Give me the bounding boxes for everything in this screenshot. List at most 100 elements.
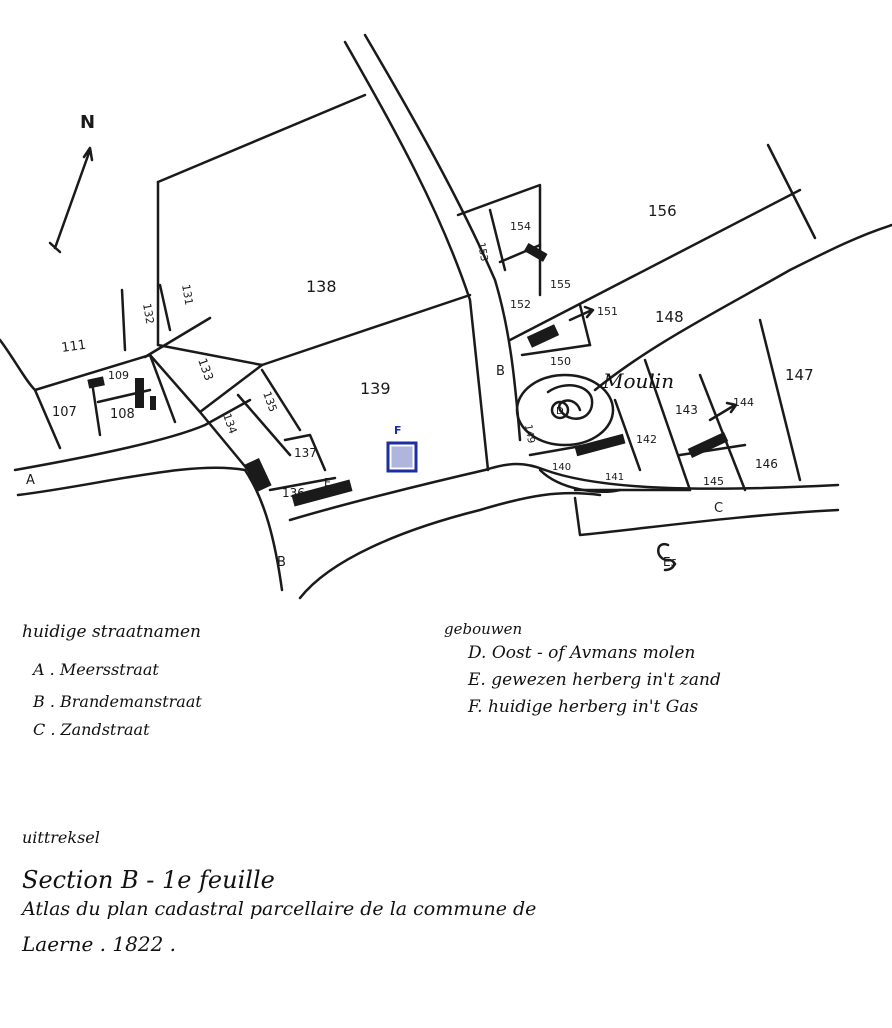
parcel-136-divider [268, 476, 337, 492]
building-136 [244, 458, 272, 492]
parcel-134-west [198, 410, 250, 472]
parcel-151: 151 [597, 305, 618, 318]
building-f-outline [386, 441, 418, 473]
parcel-136: 136 [282, 486, 305, 500]
parcel-109: 109 [108, 369, 129, 382]
source-line1: Atlas du plan cadastral parcellaire de l… [22, 898, 537, 920]
parcel-111: 111 [60, 338, 87, 356]
letter-f: F [394, 424, 402, 437]
parcel-107: 107 [52, 405, 77, 420]
source-section: Section B - 1e feuille [22, 866, 275, 894]
parcel-155: 155 [550, 278, 571, 291]
parcel-109-east [148, 353, 177, 424]
parcel-107-west [33, 388, 62, 450]
legend-buildings-heading: gebouwen [444, 620, 523, 638]
parcel-150: 150 [550, 355, 571, 368]
parcel-143: 143 [675, 403, 698, 417]
parcel-133: 133 [195, 356, 216, 382]
letter-b-lower: B [277, 555, 286, 570]
road-b-south-edge [298, 491, 602, 600]
moulin-label: Moulin [602, 369, 674, 393]
building-150 [526, 324, 560, 348]
parcel-143-146-divider [698, 373, 747, 492]
parcel-153-154-outline [456, 183, 542, 297]
parcel-138: 138 [306, 277, 337, 296]
source-line2: Laerne . 1822 . [22, 932, 177, 956]
parcel-132: 132 [140, 302, 156, 325]
building-e [291, 479, 353, 507]
north-arrow [53, 146, 94, 250]
parcel-145: 145 [703, 475, 724, 488]
north-label: N [80, 112, 95, 133]
buildings [87, 243, 729, 507]
road-a-north-edge [13, 398, 252, 472]
es-mark: Es [663, 555, 677, 569]
mill-symbol [546, 384, 594, 420]
legend-building-f: F. huidige herberg in't Gas [468, 697, 699, 717]
parcel-150-south [520, 343, 592, 357]
parcel-152: 152 [510, 298, 531, 311]
map-letters: A B B C D E F Es [26, 364, 723, 570]
letter-a: A [26, 473, 35, 488]
es-mark-swirl [657, 542, 676, 572]
parcel-156: 156 [648, 202, 677, 220]
mill-mound [515, 373, 615, 447]
mill-d-circle [550, 400, 570, 420]
arrow-151 [568, 305, 595, 322]
building-109 [87, 376, 105, 389]
north-arrow-tail [48, 241, 62, 254]
parcel-153: 153 [475, 242, 489, 263]
parcel-131: 131 [179, 283, 195, 306]
parcel-134-135-divider [236, 393, 292, 457]
road-a-south-edge [16, 466, 284, 592]
parcel-146: 146 [755, 457, 778, 471]
parcel-154: 154 [510, 220, 531, 233]
map-lines [0, 33, 892, 600]
parcel-134: 134 [220, 412, 239, 436]
parcel-140-south [538, 468, 622, 494]
parcel-143-west [643, 358, 692, 492]
letter-e: E [324, 476, 331, 489]
parcel-151-west [578, 303, 592, 347]
parcel-108: 108 [110, 407, 135, 422]
parcel-131-south [143, 316, 212, 359]
building-109b [135, 378, 144, 408]
parcel-148-147-divider [593, 223, 892, 392]
legend-street-a: A . Meersstraat [33, 660, 159, 679]
parcel-148-156-divider [508, 188, 802, 342]
parcel-107-108-divider [90, 380, 102, 437]
parcel-140: 140 [552, 462, 571, 473]
parcel-135-east [260, 368, 302, 432]
road-b-east-edge [363, 33, 522, 442]
parcel-147-west [758, 318, 802, 482]
parcel-138-north [156, 93, 367, 184]
letter-d: D [556, 406, 564, 417]
building-145 [687, 432, 729, 458]
arrow-144 [708, 401, 738, 422]
building-140 [574, 433, 626, 457]
building-110 [150, 396, 156, 410]
legend-street-c: C . Zandstraat [33, 720, 150, 739]
parcel-147: 147 [785, 366, 814, 384]
building-154 [523, 243, 548, 262]
parcel-148: 148 [655, 308, 684, 326]
legend-building-e: E. gewezen herberg in't zand [468, 670, 721, 690]
parcel-142-west [613, 398, 642, 472]
parcel-149: 149 [522, 424, 536, 445]
parcel-137-outline [283, 433, 327, 472]
parcel-139: 139 [360, 379, 391, 398]
legend-building-d: D. Oost - of Avmans molen [468, 643, 696, 663]
road-b-west-edge [343, 40, 490, 472]
parcel-156-east [766, 143, 817, 240]
parcel-138-139-divider [260, 293, 472, 367]
parcel-137: 137 [294, 446, 317, 460]
source-label: uittreksel [22, 828, 100, 847]
letter-c: C [714, 501, 723, 516]
parcel-144: 144 [733, 396, 754, 409]
legend-street-b: B . Brandemanstraat [33, 692, 202, 711]
parcel-numbers: 111 107 108 109 132 131 133 134 135 136 … [52, 202, 814, 500]
building-f-fill [391, 446, 413, 468]
road-c-north-edge [543, 468, 840, 490]
